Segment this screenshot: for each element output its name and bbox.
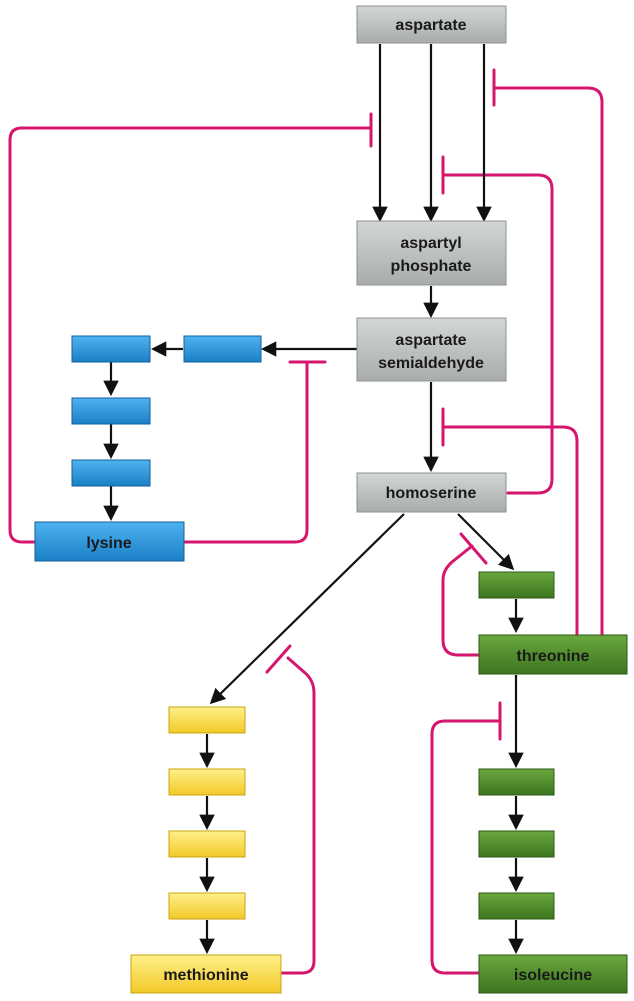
node-methionine: methionine [130,954,282,994]
node-aspartate-semialdehyde: aspartate semialdehyde [356,317,507,382]
label-threonine: threonine [517,648,590,665]
inhibition-isoleucine [430,719,502,975]
inhibition-methionine [280,656,316,975]
node-isoleucine: isoleucine [478,954,628,994]
inhibition-lysine-kinase [8,126,373,544]
label-homoserine: homoserine [386,485,477,502]
methionine-intermediate-2 [168,768,246,796]
inhibition-lysine-branch [183,360,309,544]
inhibition-threonine-dehydrogenase [441,425,579,637]
arrow-homoserine-to-methionine-branch [209,513,405,705]
label-aspartate-semialdehyde-line1: aspartate [395,332,466,349]
label-isoleucine: isoleucine [514,967,592,984]
label-aspartyl-phosphate-line1: aspartyl [400,235,461,252]
methionine-intermediate-4 [168,892,246,920]
lysine-intermediate-2 [71,335,151,363]
node-homoserine: homoserine [356,472,507,513]
inhibition-bar-threonine-self [459,532,488,565]
lysine-intermediate-4 [71,459,151,487]
isoleucine-intermediate-2 [478,830,555,858]
node-lysine: lysine [34,521,185,562]
node-threonine: threonine [478,634,628,675]
inhibition-threonine-kinase [492,86,604,637]
label-aspartate-semialdehyde-line2: semialdehyde [378,355,484,372]
isoleucine-intermediate-1 [478,768,555,796]
threonine-intermediate-1 [478,571,555,599]
methionine-intermediate-1 [168,706,246,734]
label-lysine: lysine [86,535,131,552]
inhibition-bar-methionine [265,644,292,674]
label-aspartyl-phosphate-line2: phosphate [391,258,472,275]
arrow-homoserine-to-threonine-branch [457,513,515,571]
isoleucine-intermediate-3 [478,892,555,920]
lysine-intermediate-3 [71,397,151,425]
inhibition-threonine-self [441,544,480,657]
node-aspartate: aspartate [356,5,507,44]
label-aspartate: aspartate [395,17,466,34]
methionine-intermediate-3 [168,830,246,858]
lysine-intermediate-1 [183,335,262,363]
node-aspartyl-phosphate: aspartyl phosphate [356,220,507,286]
label-methionine: methionine [163,967,248,984]
inhibition-homoserine-kinase [441,173,554,495]
